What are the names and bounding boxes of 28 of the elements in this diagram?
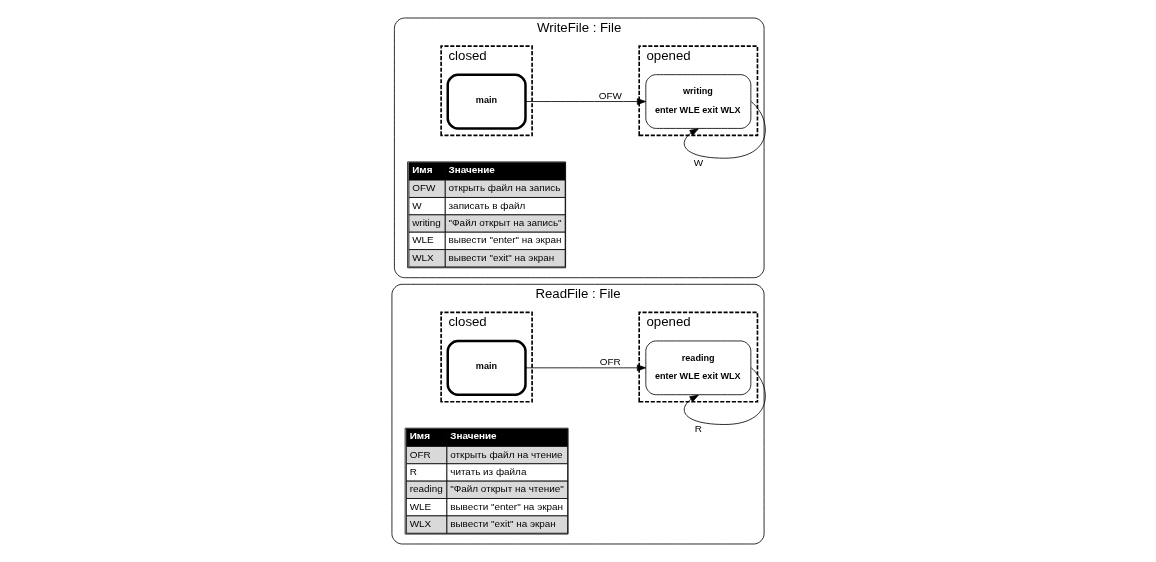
label: Имя [409, 430, 430, 442]
label: WLX [409, 518, 432, 530]
label: Значение [448, 164, 495, 176]
label: R [409, 466, 417, 478]
label: открыть файл на чтение [450, 448, 563, 460]
label: открыть файл на запись [448, 182, 561, 194]
label: "Файл открыт на чтение" [450, 483, 564, 495]
label: вывести "enter" на экран [448, 234, 562, 246]
label: WLE [409, 500, 432, 512]
label: reading [409, 483, 443, 495]
label: Значение [450, 430, 497, 442]
label: "Файл открыт на запись" [448, 217, 562, 229]
edge-label: OFW [598, 89, 622, 101]
edge-label: OFR [599, 356, 621, 368]
label: writing [412, 217, 441, 229]
label: Имя [412, 164, 433, 176]
label: OFW [412, 182, 436, 194]
edge-label: W [693, 157, 704, 169]
label: OFR [409, 448, 431, 460]
label: WLE [412, 234, 434, 246]
label: вывести "enter" на экран [450, 500, 564, 512]
label: вывести "exit" на экран [450, 518, 556, 530]
edge-label: R [694, 423, 702, 435]
label: WLX [412, 251, 434, 263]
label: записать в файл [448, 199, 526, 211]
label: читать из файла [450, 466, 527, 478]
label: W [412, 199, 422, 211]
label: вывести "exit" на экран [448, 251, 555, 263]
